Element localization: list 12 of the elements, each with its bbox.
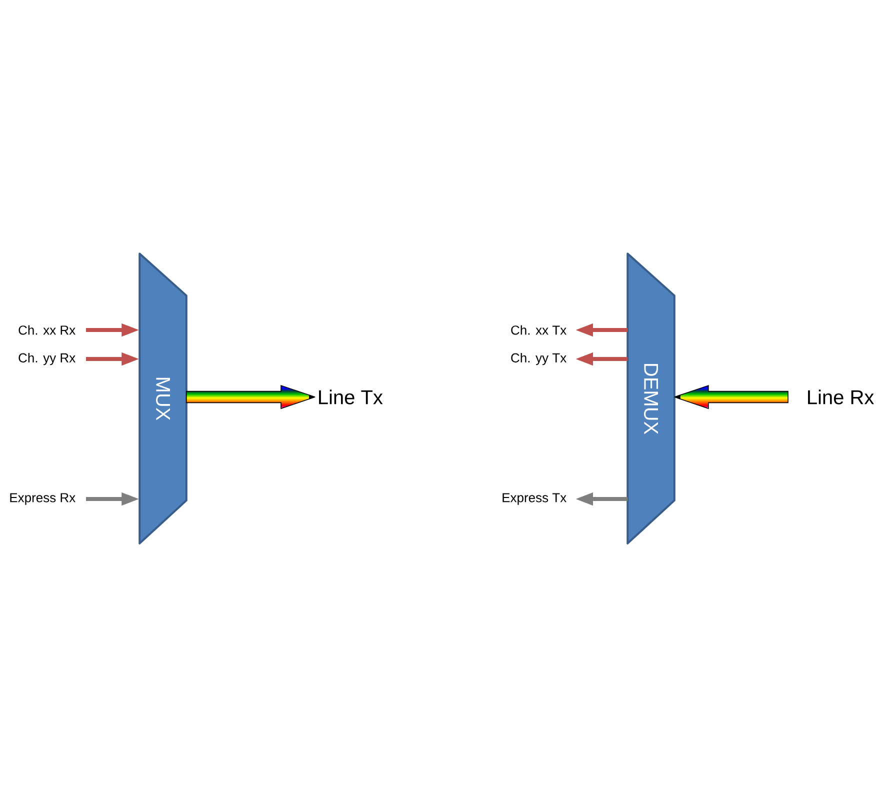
signal-label: Ch. xx Tx: [511, 325, 566, 335]
block-arrow: [186, 384, 316, 410]
trapezoid-block: DEMUX: [626, 252, 676, 544]
signal-label: Line Tx: [319, 390, 383, 404]
signal-label: Express Tx: [502, 493, 566, 505]
signal-label: Ch. xx Rx: [18, 325, 76, 335]
block-arrow: [674, 384, 788, 410]
signal-label: Ch. yy Tx: [511, 352, 566, 366]
signal-label: Ch. yy Rx: [18, 352, 76, 366]
signal-label: Express Rx: [10, 493, 76, 505]
trapezoid-block: MUX: [138, 252, 188, 544]
signal-label: Line Rx: [808, 390, 874, 404]
